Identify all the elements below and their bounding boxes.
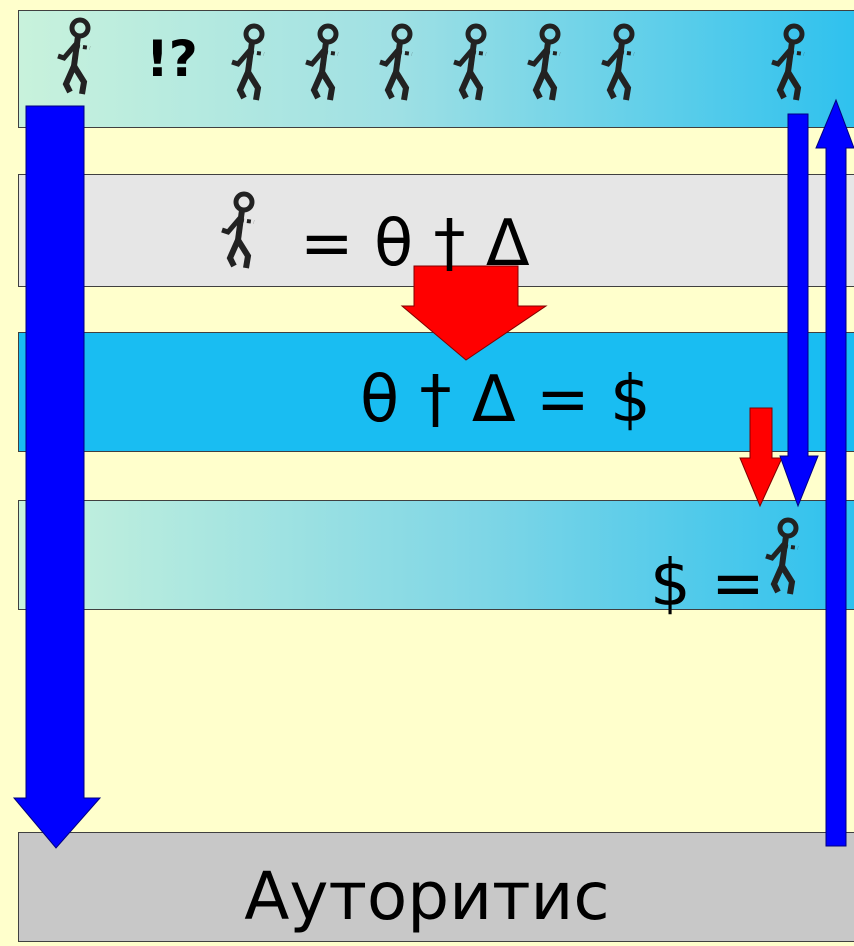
red-down-arrow [739, 407, 783, 508]
walking-person-icon [306, 26, 338, 100]
walking-person-icon [454, 26, 486, 100]
walking-person-icon [232, 26, 264, 100]
confused-symbol: !? [146, 30, 198, 88]
walking-person-icon [766, 520, 798, 594]
authority-label: Ауторитис [244, 858, 610, 935]
blue-up-arrow [815, 98, 854, 847]
people-band [18, 10, 854, 128]
formula-equals-money: θ † Δ = $ [360, 363, 651, 437]
walking-person-icon [528, 26, 560, 100]
walking-person-icon [222, 194, 254, 268]
worker-band [18, 500, 854, 610]
authority-band [18, 832, 854, 942]
walking-person-icon [772, 26, 804, 100]
formula-person-equals: = θ † Δ [300, 207, 530, 281]
walking-person-icon [602, 26, 634, 100]
blue-down-arrow [779, 113, 819, 508]
formula-money-equals: $ = [650, 547, 765, 621]
walking-person-icon [58, 20, 90, 94]
blue-down-arrow [12, 105, 102, 849]
red-down-arrow [400, 265, 548, 361]
walking-person-icon [380, 26, 412, 100]
